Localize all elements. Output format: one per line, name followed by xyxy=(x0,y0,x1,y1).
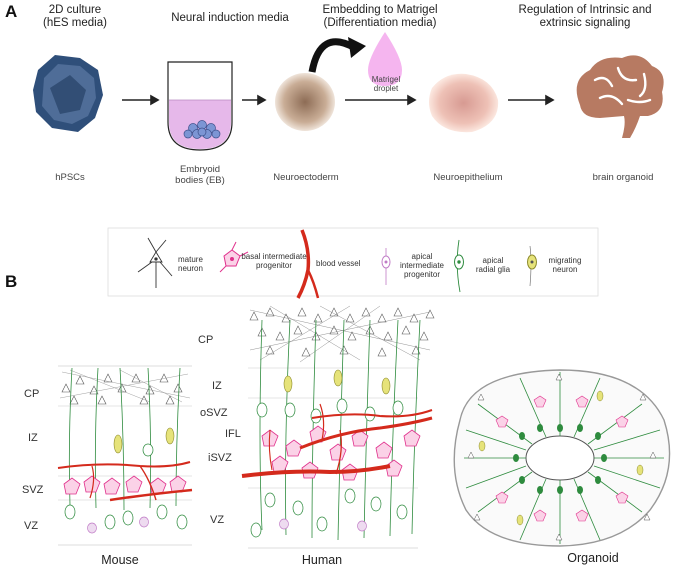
brain-icon xyxy=(576,55,664,139)
label-brain-organoid: brain organoid xyxy=(592,172,654,183)
header-culture: 2D culture (hES media) xyxy=(43,4,107,29)
label-embryoid-bodies: Embryoid bodies (EB) xyxy=(175,164,225,186)
legend-label-radial-glia: apical radial glia xyxy=(475,256,511,274)
legend-label-migrating-neuron: migrating neuron xyxy=(548,256,582,274)
neuroepithelium-blob xyxy=(429,73,499,133)
panel-a-label: A xyxy=(5,2,18,21)
organoid-section xyxy=(453,369,671,547)
human-cortex xyxy=(241,305,435,549)
label-matrigel-droplet: Matrigel droplet xyxy=(371,75,401,93)
human-zone-isvz: iSVZ xyxy=(208,452,232,464)
label-neuroectoderm: Neuroectoderm xyxy=(273,172,339,183)
human-zone-cp: CP xyxy=(198,334,214,346)
caption-organoid: Organoid xyxy=(567,551,619,565)
neuroectoderm-blob xyxy=(275,73,335,131)
matrigel-droplet xyxy=(368,32,402,86)
panel-b-label: B xyxy=(5,272,18,291)
header-regulation: Regulation of Intrinsic and extrinsic si… xyxy=(518,4,652,29)
mouse-zone-cp: CP xyxy=(24,388,40,400)
mouse-zone-vz: VZ xyxy=(24,520,39,532)
embed-curved-arrow xyxy=(308,38,357,73)
human-zone-ifl: IFL xyxy=(225,428,241,440)
human-zone-osvz: oSVZ xyxy=(200,407,228,419)
arrow-1-head xyxy=(150,94,160,106)
arrow-2-head xyxy=(257,94,267,106)
human-zone-iz: IZ xyxy=(212,380,222,392)
human-zone-vz: VZ xyxy=(210,514,225,526)
eb-tube xyxy=(167,61,233,151)
mouse-zone-svz: SVZ xyxy=(22,484,44,496)
arrow-3-head xyxy=(407,94,417,106)
legend-apical-ip-icon xyxy=(381,248,391,285)
mouse-cortex xyxy=(57,365,193,546)
label-hpsc: hPSCs xyxy=(55,172,85,183)
legend-migrating-neuron-icon xyxy=(527,245,537,287)
legend-mature-neuron-icon xyxy=(137,237,173,288)
header-embedding: Embedding to Matrigel (Differentiation m… xyxy=(322,4,438,29)
legend-box xyxy=(107,227,599,299)
caption-human: Human xyxy=(301,553,343,567)
legend-label-mature-neuron: mature neuron xyxy=(178,255,203,273)
legend-basal-progenitor-icon xyxy=(219,241,249,273)
legend-label-basal-progenitor: basal intermediate progenitor xyxy=(241,252,307,270)
mouse-zone-iz: IZ xyxy=(28,432,38,444)
arrow-4-head xyxy=(545,94,555,106)
label-neuroepithelium: Neuroepithelium xyxy=(433,172,503,183)
legend-radial-glia-icon xyxy=(454,239,464,293)
legend-label-apical-ip: apical intermediate progenitor xyxy=(399,252,445,279)
embed-curved-arrow-head xyxy=(348,37,366,58)
hpsc-colony xyxy=(33,55,103,132)
header-induction: Neural induction media xyxy=(171,12,289,24)
caption-mouse: Mouse xyxy=(101,553,139,567)
legend-label-blood-vessel: blood vessel xyxy=(316,259,361,268)
